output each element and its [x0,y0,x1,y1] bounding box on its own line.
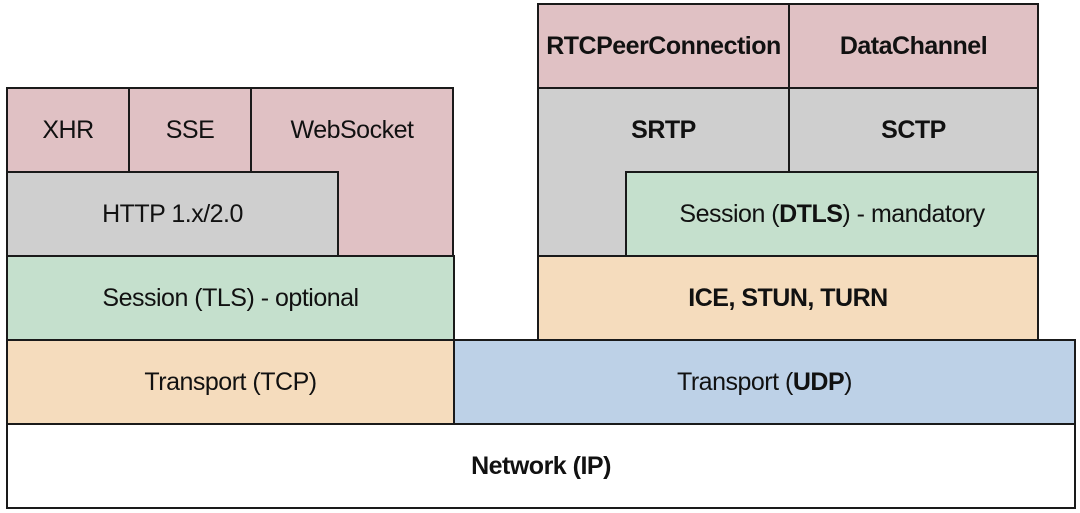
datachannel-layer: DataChannel [788,3,1039,89]
dtls-session-bold: DTLS [779,199,843,228]
xhr-label: XHR [42,115,94,144]
udp-transport-label: Transport (UDP) [677,368,852,397]
tcp-transport-layer: Transport (TCP) [6,339,455,425]
dtls-session-prefix: Session ( [679,199,780,228]
http-layer: HTTP 1.x/2.0 [6,171,339,257]
sctp-label: SCTP [881,115,946,144]
tcp-transport-label: Transport (TCP) [144,367,317,396]
xhr-layer: XHR [6,87,130,173]
datachannel-label: DataChannel [839,31,988,60]
websocket-label: WebSocket [290,115,414,144]
dtls-session-suffix: ) - mandatory [842,199,985,228]
ice-stun-turn-layer: ICE, STUN, TURN [537,255,1039,341]
sse-label: SSE [165,115,215,144]
srtp-label: SRTP [631,115,696,144]
http-label: HTTP 1.x/2.0 [102,199,243,228]
udp-transport-suffix: ) [844,367,852,396]
tls-session-layer: Session (TLS) - optional [6,255,455,341]
network-label: Network (IP) [471,451,611,480]
rtcpeerconnection-label: RTCPeerConnection [546,31,781,60]
ice-stun-turn-label: ICE, STUN, TURN [688,283,888,312]
tls-session-label: Session (TLS) - optional [102,283,359,312]
udp-transport-prefix: Transport ( [677,367,793,396]
udp-transport-bold: UDP [792,367,845,396]
udp-transport-layer: Transport (UDP) [453,339,1076,425]
network-layer: Network (IP) [6,423,1076,509]
rtcpeerconnection-layer: RTCPeerConnection [537,3,790,89]
dtls-session-label: Session (DTLS) - mandatory [679,199,985,229]
sctp-layer: SCTP [788,87,1039,173]
dtls-session-layer: Session (DTLS) - mandatory [625,171,1039,257]
